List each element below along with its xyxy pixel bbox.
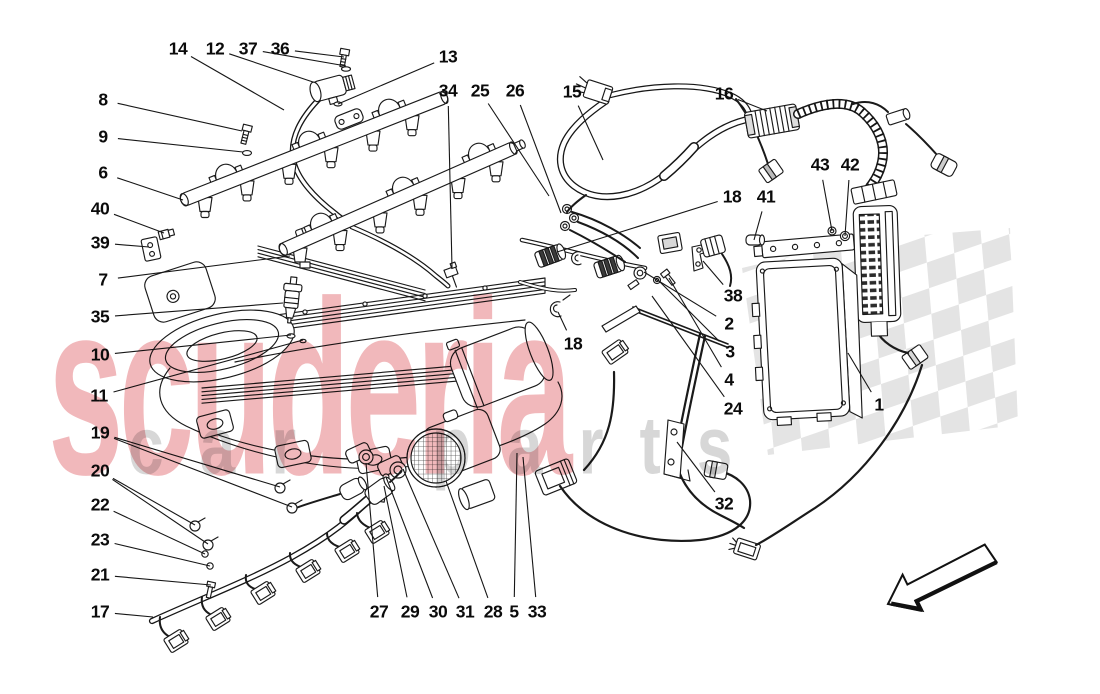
- fuel-rail-upper: [179, 90, 449, 219]
- loom-plugs: [163, 520, 391, 653]
- cam-cover-bands: [195, 245, 549, 404]
- part-label-19[interactable]: 19: [90, 422, 110, 443]
- direction-arrow-icon: [886, 543, 999, 613]
- part-label-1[interactable]: 1: [874, 394, 884, 415]
- part-label-27[interactable]: 27: [369, 601, 389, 622]
- washer-37: [340, 66, 352, 72]
- fuel-rail-lower: [278, 139, 526, 269]
- lug-brackets: [345, 442, 407, 479]
- part-label-16[interactable]: 16: [714, 83, 734, 104]
- bolt-8: [240, 123, 253, 145]
- part-label-5[interactable]: 5: [509, 601, 519, 622]
- part-label-33[interactable]: 33: [527, 601, 547, 622]
- bolt-21: [205, 580, 217, 599]
- part-label-21[interactable]: 21: [90, 564, 110, 585]
- part-label-12[interactable]: 12: [205, 38, 225, 59]
- part-label-25[interactable]: 25: [470, 80, 490, 101]
- mid-plug-2: [601, 339, 630, 365]
- dark-plug: [758, 158, 784, 184]
- fuel-pressure-regulator: [309, 47, 356, 107]
- part-label-40[interactable]: 40: [90, 198, 110, 219]
- ecu-bracket: [753, 233, 855, 259]
- part-label-20[interactable]: 20: [90, 460, 110, 481]
- ring-nut: [534, 243, 567, 268]
- part-label-29[interactable]: 29: [400, 601, 420, 622]
- part-label-8[interactable]: 8: [98, 89, 108, 110]
- part-label-13[interactable]: 13: [438, 46, 458, 67]
- bracket-32: [663, 419, 691, 482]
- ring-nut: [593, 254, 626, 279]
- part-label-23[interactable]: 23: [90, 529, 110, 550]
- part-label-30[interactable]: 30: [428, 601, 448, 622]
- part-label-41[interactable]: 41: [756, 186, 776, 207]
- part-label-22[interactable]: 22: [90, 494, 110, 515]
- clip-18a: [571, 251, 582, 266]
- leader-lines: [112, 50, 872, 618]
- part-label-14[interactable]: 14: [168, 38, 188, 59]
- sensor-cables: [558, 328, 929, 561]
- engine-artwork: [140, 47, 958, 653]
- part-label-10[interactable]: 10: [90, 344, 110, 365]
- part-label-17[interactable]: 17: [90, 601, 110, 622]
- part-label-28[interactable]: 28: [483, 601, 503, 622]
- part-label-24[interactable]: 24: [723, 398, 743, 419]
- part-label-2[interactable]: 2: [724, 313, 734, 334]
- part-label-34[interactable]: 34: [438, 80, 458, 101]
- fuel-injector: [283, 276, 307, 344]
- part-label-32[interactable]: 32: [714, 493, 734, 514]
- plug-b: [703, 460, 729, 480]
- part-label-43[interactable]: 43: [810, 154, 830, 175]
- harness-plug-15: [575, 76, 614, 105]
- part-label-36[interactable]: 36: [270, 38, 290, 59]
- part-label-15[interactable]: 15: [562, 81, 582, 102]
- part-label-18[interactable]: 18: [722, 186, 742, 207]
- part-label-7[interactable]: 7: [98, 269, 108, 290]
- part-label-18[interactable]: 18: [563, 333, 583, 354]
- plug-38: [700, 234, 726, 258]
- washer-9: [241, 150, 253, 156]
- part-label-9[interactable]: 9: [98, 126, 108, 147]
- plug-c: [728, 537, 761, 561]
- ecu-assembly: [745, 226, 863, 427]
- part-label-26[interactable]: 26: [505, 80, 525, 101]
- engine-harness: [556, 76, 958, 337]
- plug-f: [930, 153, 958, 177]
- plug-d: [901, 344, 929, 370]
- part-label-42[interactable]: 42: [840, 154, 860, 175]
- ecu-box: [751, 257, 863, 427]
- harness-connector-module: [852, 204, 902, 337]
- part-label-4[interactable]: 4: [724, 369, 734, 390]
- part-label-37[interactable]: 37: [238, 38, 258, 59]
- part-label-31[interactable]: 31: [455, 601, 475, 622]
- part-label-3[interactable]: 3: [725, 341, 735, 362]
- part-label-11[interactable]: 11: [90, 385, 108, 406]
- part-label-38[interactable]: 38: [723, 285, 743, 306]
- stud-24: [632, 306, 729, 349]
- part-label-35[interactable]: 35: [90, 306, 110, 327]
- idle-valve: [458, 479, 496, 511]
- bracket-39: [140, 236, 162, 262]
- throttle-assembly: [295, 321, 578, 511]
- part-label-39[interactable]: 39: [90, 232, 110, 253]
- mid-plug: [657, 231, 683, 255]
- part-label-6[interactable]: 6: [98, 162, 108, 183]
- sensor-plug: [339, 476, 368, 501]
